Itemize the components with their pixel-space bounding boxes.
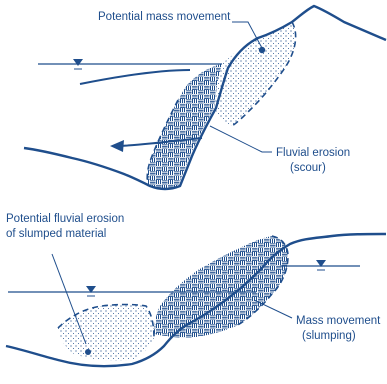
label-fluvial-erosion: Fluvial erosion <box>276 147 350 159</box>
flow-line <box>80 70 190 84</box>
slumped-deposit-zone <box>58 305 154 361</box>
label-potential-mass-movement: Potential mass movement <box>98 11 231 23</box>
leader-fluvial-erosion <box>210 126 272 152</box>
deposit-marker <box>85 349 91 355</box>
label-of-slumped-material: of slumped material <box>6 228 106 240</box>
scour-arrowhead <box>110 140 124 152</box>
bottom-panel: Potential fluvial erosion of slumped mat… <box>6 213 386 372</box>
leader-mass-movement <box>254 300 292 318</box>
label-mass-movement: Mass movement <box>296 315 381 327</box>
water-level-symbol <box>73 59 83 66</box>
label-potential-fluvial-erosion: Potential fluvial erosion <box>6 213 124 225</box>
top-panel: Potential mass movement Fluvial erosion … <box>24 6 386 189</box>
label-slumping: (slumping) <box>302 330 356 342</box>
label-scour: (scour) <box>290 162 326 174</box>
slumped-mass-zone <box>154 236 288 338</box>
